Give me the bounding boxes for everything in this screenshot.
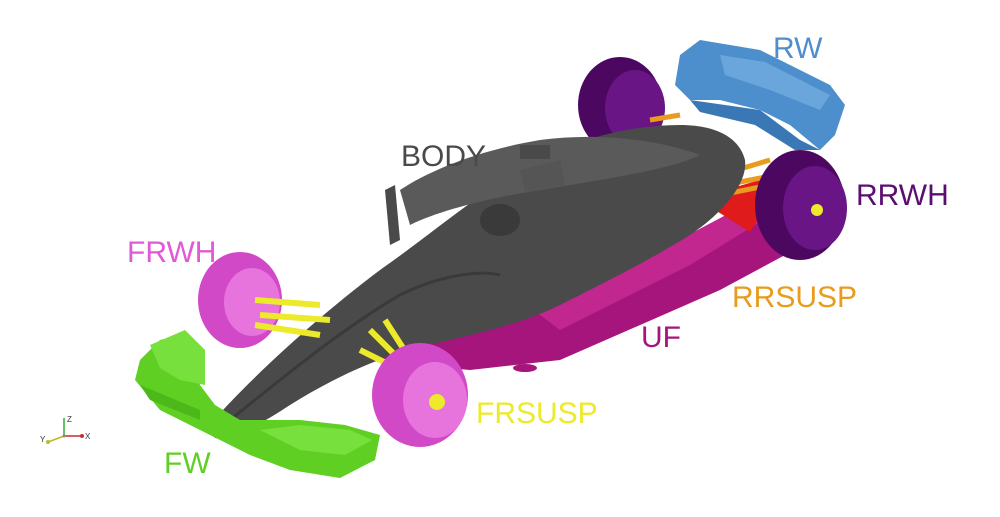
label-uf: UF [641, 321, 681, 354]
y-axis-label: Y [40, 435, 46, 444]
label-frsusp: FRSUSP [476, 397, 598, 430]
x-axis-label: X [85, 432, 91, 441]
label-rw: RW [773, 32, 823, 65]
label-rrwh: RRWH [856, 179, 949, 212]
label-rrsusp: RRSUSP [732, 281, 858, 314]
body-part [210, 125, 746, 439]
front-wing-part [135, 330, 380, 478]
label-body: BODY [401, 140, 487, 173]
label-fw: FW [164, 447, 211, 480]
front-right-wheel [372, 343, 468, 447]
floor-red-part [690, 180, 770, 232]
label-frwh: FRWH [127, 236, 217, 269]
y-axis-line [47, 435, 65, 443]
z-axis-label: Z [67, 415, 72, 424]
rear-right-wheel [755, 150, 847, 260]
axes-triad: Z Y X [40, 415, 91, 444]
rear-wing-part [675, 40, 845, 150]
